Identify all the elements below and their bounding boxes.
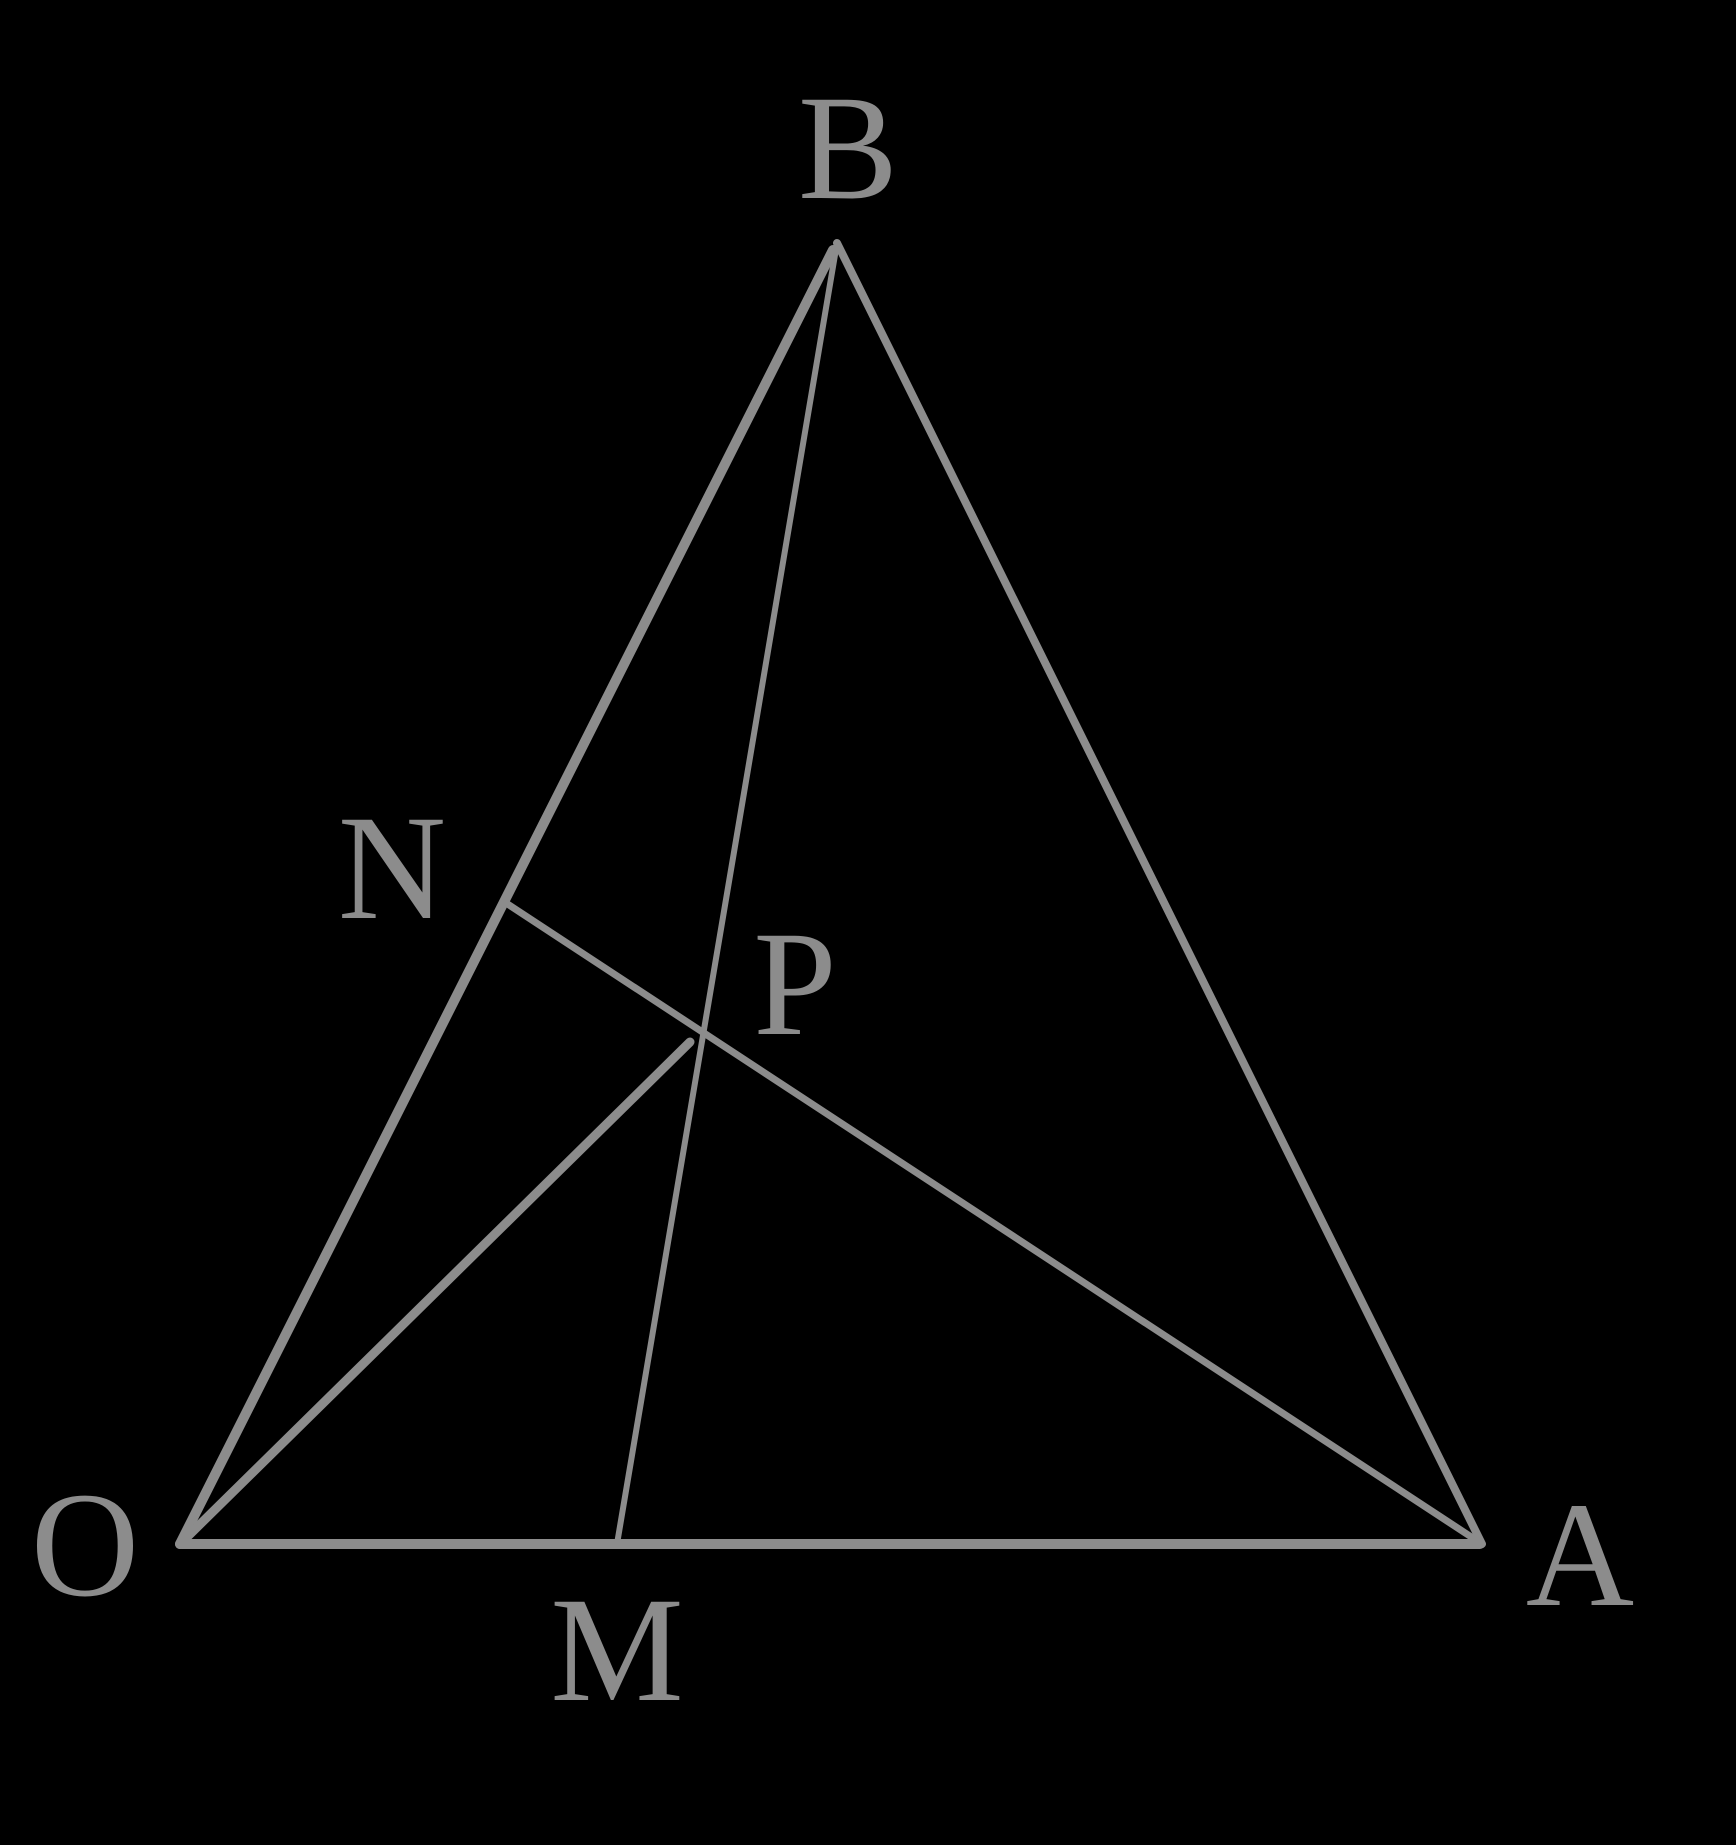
label-a: A xyxy=(1526,1472,1634,1638)
segment-ab xyxy=(833,239,1486,1548)
label-b: B xyxy=(798,65,898,231)
segment-bm xyxy=(614,240,840,1547)
vector-ob xyxy=(175,245,838,1549)
label-n: N xyxy=(338,785,446,951)
label-o: O xyxy=(31,1462,139,1628)
segment-an xyxy=(502,899,1486,1548)
label-m: M xyxy=(550,1567,683,1733)
label-p: P xyxy=(753,901,836,1067)
vector-op xyxy=(175,1037,695,1549)
